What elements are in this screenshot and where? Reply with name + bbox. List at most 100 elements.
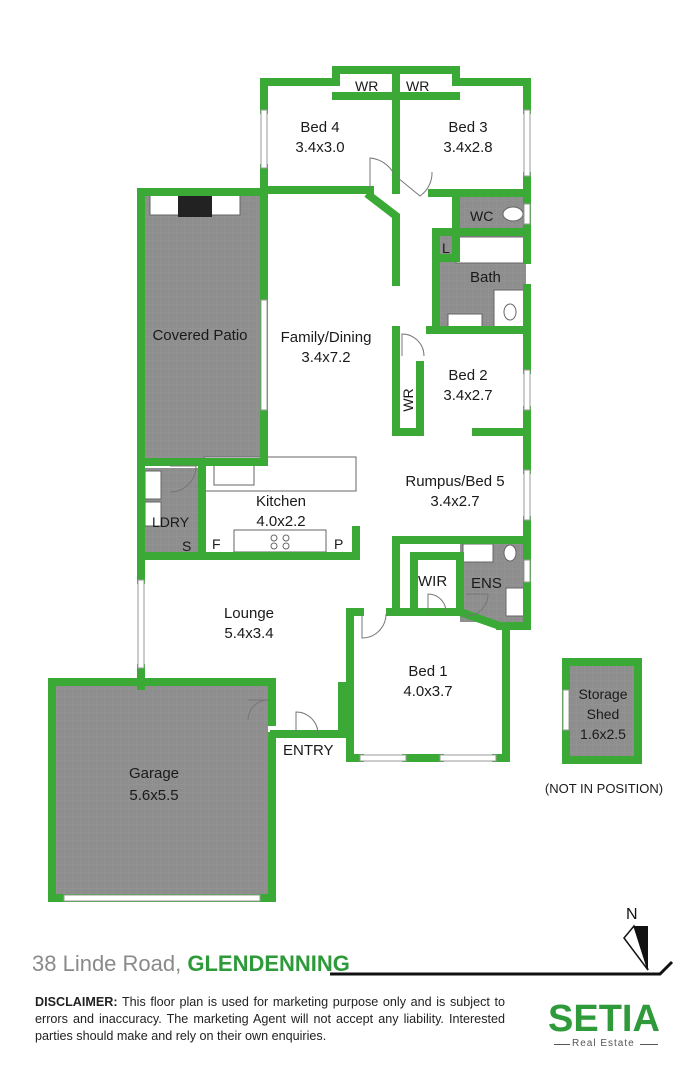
door-bed4 [369,157,395,188]
ens-toilet [503,544,517,562]
door-bed3 [397,171,433,197]
room-lounge-name: Lounge [223,605,275,622]
room-bed1-name: Bed 1 [408,663,448,680]
window-lounge [137,579,145,669]
room-rumpus-name: Rumpus/Bed 5 [405,473,505,490]
disclaimer-text: DISCLAIMER: This floor plan is used for … [35,994,505,1045]
room-garage-size: 5.6x5.5 [129,787,179,804]
room-garage-name: Garage [128,765,180,782]
room-ldry-name: LDRY [152,514,190,530]
room-bed2-wardrobe: WR [400,388,416,412]
wardrobe-label: WR [406,78,430,94]
room-kitchen-name: Kitchen [255,493,307,510]
room-family-size: 3.4x7.2 [301,349,351,366]
address-suburb: GLENDENNING [187,951,350,976]
room-bed2-name: Bed 2 [448,367,488,384]
room-shed-size: 1.6x2.5 [580,726,626,742]
window-bed4 [260,109,268,169]
room-bed4-name: Bed 4 [300,119,340,136]
north-arrow-icon [623,924,649,971]
window-bed3 [523,109,531,177]
window-bed1-right [439,754,497,762]
room-ens-name: ENS [471,575,502,592]
room-bath-name: Bath [470,269,501,286]
cooktop-burner [270,534,278,542]
room-bed1-size: 4.0x3.7 [403,683,453,700]
tiled-floors [56,192,634,894]
room-lounge-size: 5.4x3.4 [224,625,274,642]
bath-toilet [503,303,517,321]
window-shed-left [562,689,570,731]
window-bed1-left [359,754,407,762]
compass-baseline [330,960,674,976]
disclaimer-heading: DISCLAIMER: [35,995,118,1009]
room-rumpus-size: 3.4x2.7 [430,493,480,510]
logo-rule [640,1044,658,1045]
wall-ldry [137,458,206,560]
room-wir-name: WIR [418,573,448,590]
fridge-label: F [212,536,221,552]
garage-floor [56,686,268,894]
covered-patio-floor [141,192,262,462]
window-bed2 [523,369,531,411]
wc-toilet [502,206,524,222]
room-patio-name: Covered Patio [152,327,248,344]
wall-linen [432,228,460,262]
property-address: 38 Linde Road, GLENDENNING [32,951,350,977]
logo-subtitle: Real Estate [572,1038,635,1049]
wall-bed2-left [392,326,424,436]
ldry-tub [144,470,162,500]
kitchen-bench-bottom [233,529,327,553]
doors [169,157,489,735]
windows [63,109,570,902]
window-rumpus [523,469,531,521]
room-bed3-size: 3.4x2.8 [443,139,493,156]
door-wir [427,593,447,613]
cooktop-burner [282,542,290,550]
door-bed1 [361,613,387,639]
cooktop-burner [270,542,278,550]
door-bed2 [401,333,425,357]
door-ens [465,593,489,617]
cooktop-burner [282,534,290,542]
ldry-sink-label: S [182,538,192,554]
wall-kitchen-bottom [198,526,360,560]
kitchen-sink [213,462,255,486]
shed-floor [570,666,634,756]
room-shed-name: Storage [578,686,628,702]
wardrobe-label: WR [355,78,379,94]
bbq-cooktop [178,193,212,217]
window-patio-slider [260,299,268,411]
wall-ens-outer [392,536,531,630]
agency-logo: SETIA Real Estate [548,998,668,1052]
door-ldry [169,465,197,493]
north-label: N [626,906,638,923]
shed-position-note: (NOT IN POSITION) [544,781,664,796]
logo-wordmark: SETIA [548,998,660,1040]
room-kitchen-size: 4.0x2.2 [256,513,306,530]
room-wc-name: WC [470,208,494,224]
wall-hall-angled [364,190,400,286]
disclaimer-body: This floor plan is used for marketing pu… [35,995,505,1043]
door-garage [247,699,269,721]
wall-entry [270,682,354,738]
wall-wir [392,536,464,616]
ens-shower [462,543,494,563]
room-shed-name: Shed [586,706,620,722]
room-entry-name: ENTRY [283,742,334,759]
wall-bed1 [346,608,510,762]
bathtub [455,236,525,264]
room-family-name: Family/Dining [280,329,372,346]
address-street: 38 Linde Road, [32,951,188,976]
window-wc [523,203,531,225]
door-entry [295,711,319,735]
logo-rule [554,1044,570,1045]
window-garage-bottom [63,894,261,902]
window-ens [523,559,531,583]
room-bed4-size: 3.4x3.0 [295,139,345,156]
walls [48,66,642,902]
pantry-label: P [334,536,344,552]
room-bed3-name: Bed 3 [448,119,488,136]
room-linen-name: L [442,240,450,256]
